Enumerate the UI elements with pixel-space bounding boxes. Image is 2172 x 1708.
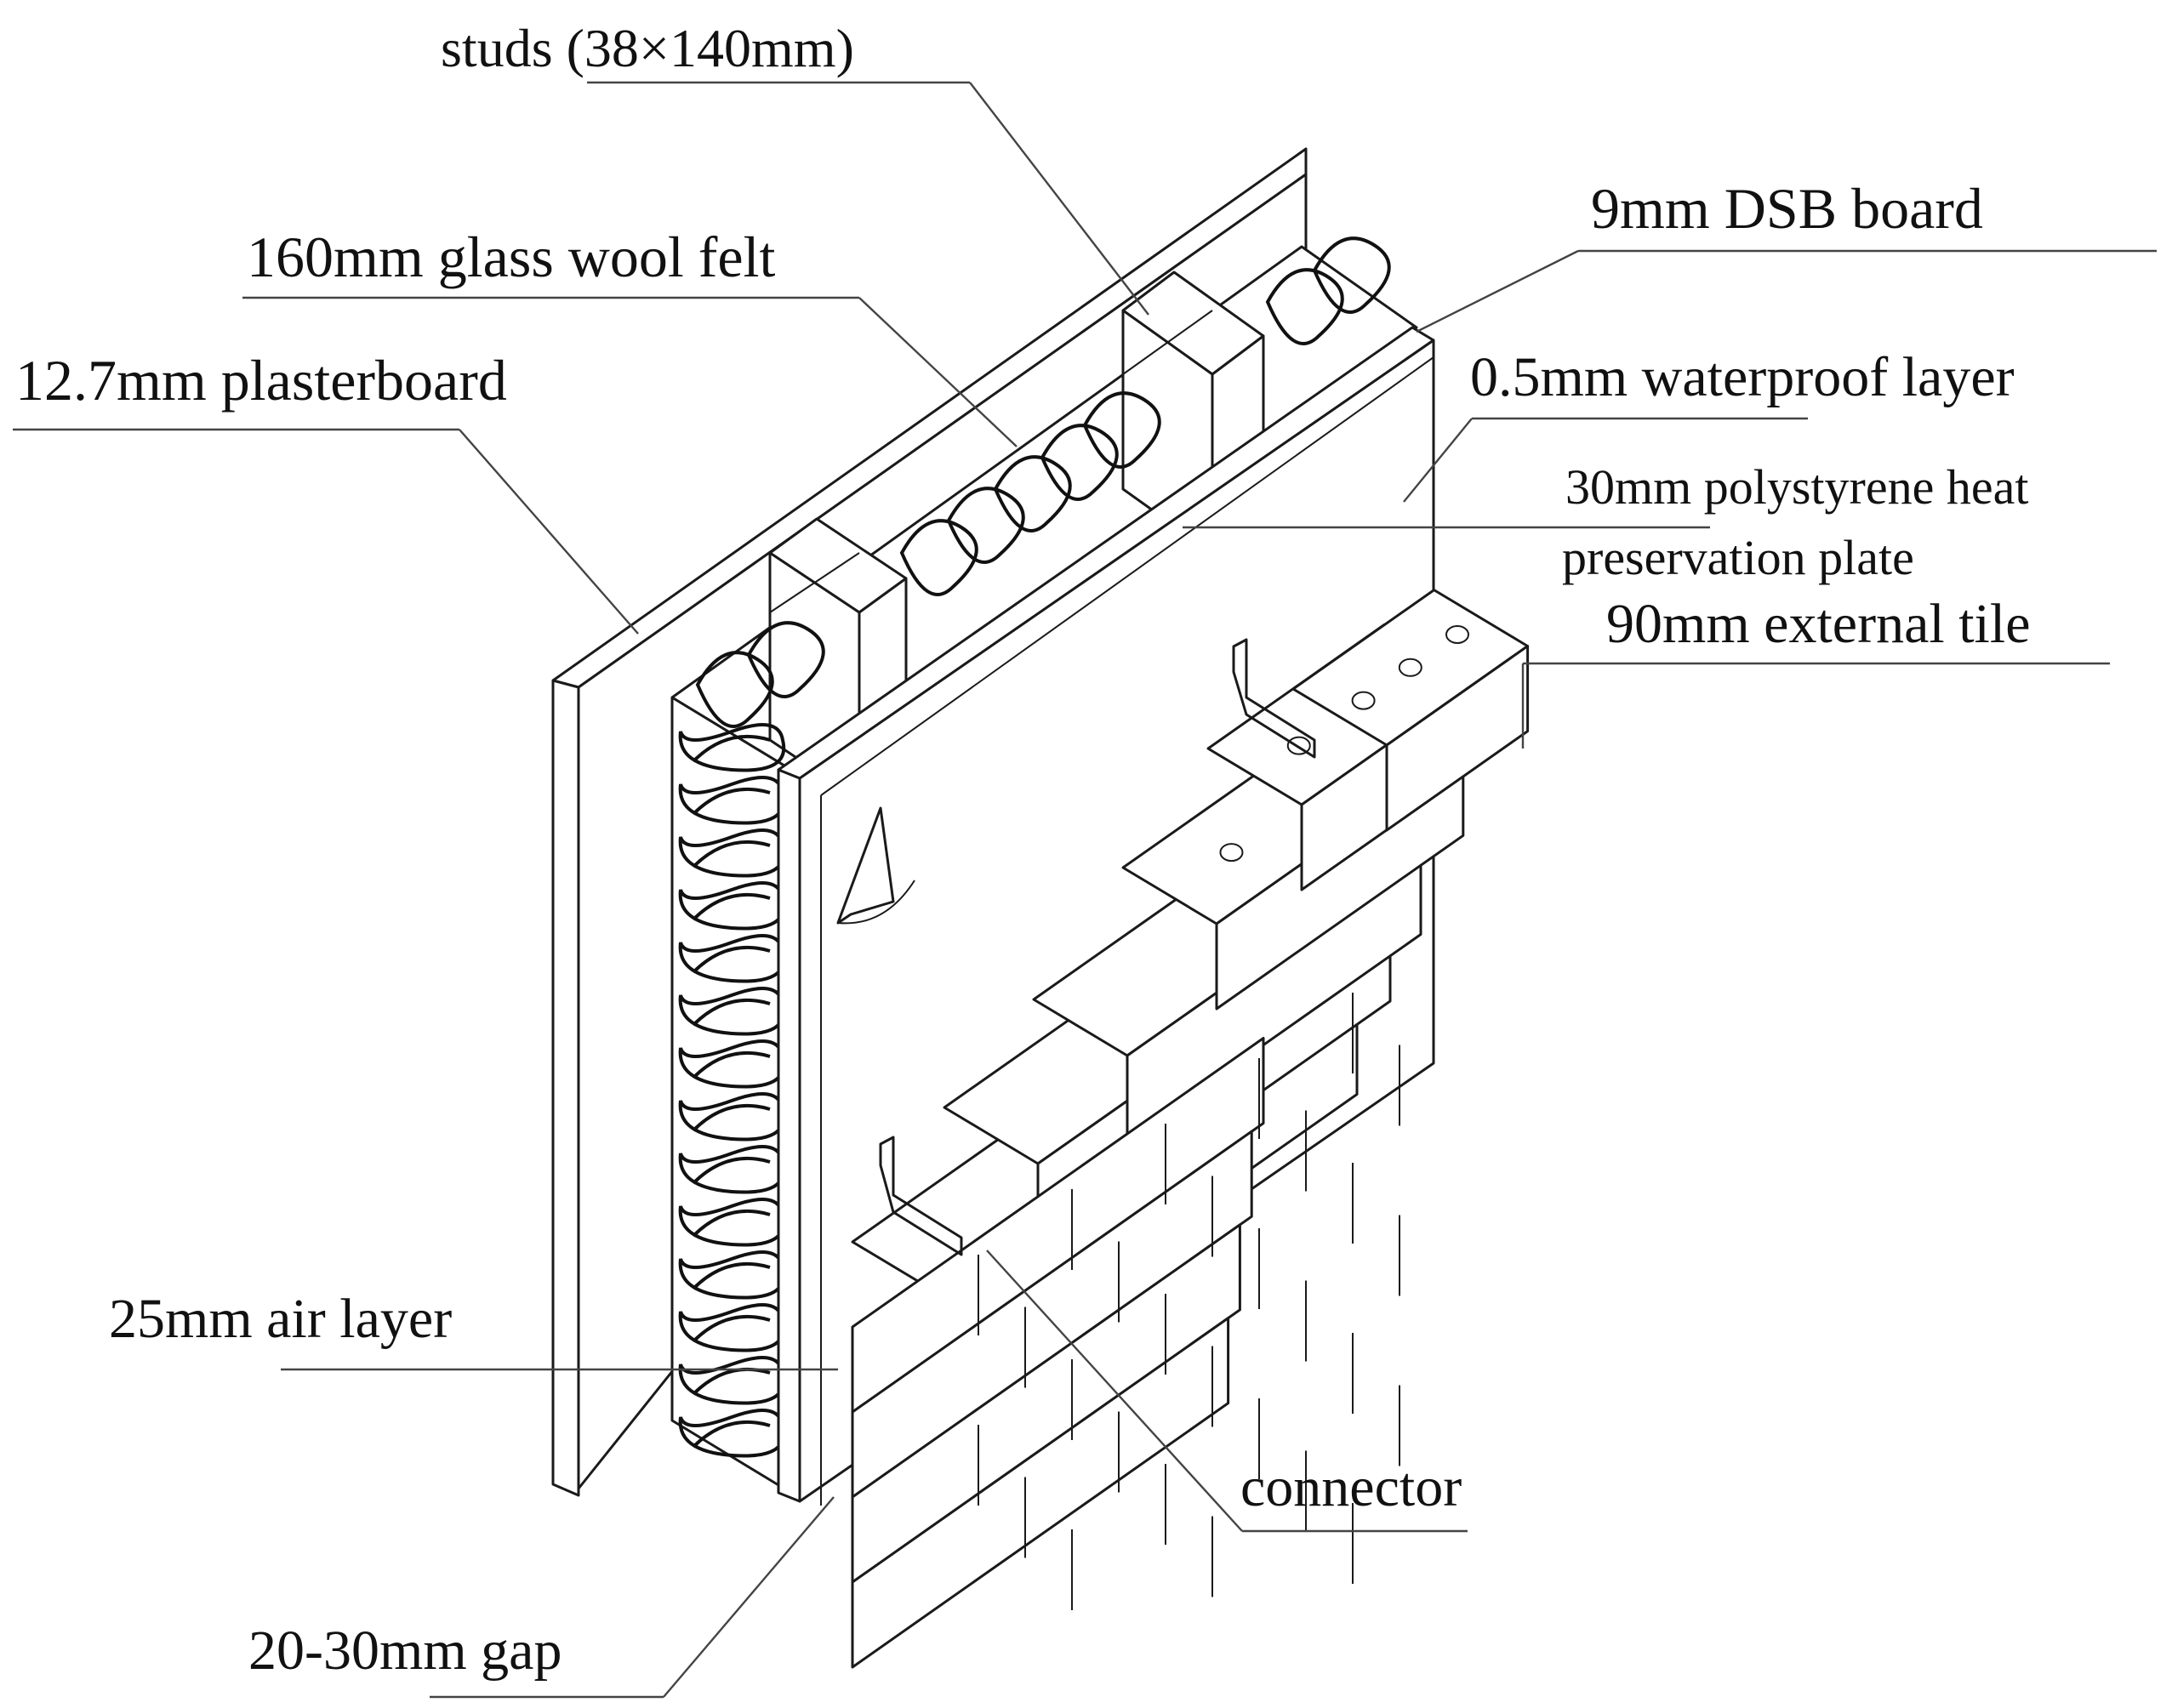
glass-wool-coil xyxy=(692,1314,771,1343)
waterproof-layer-corner xyxy=(836,806,915,925)
leader-lines xyxy=(13,81,2157,1699)
glass-wool-coil xyxy=(692,1103,771,1132)
glass-wool-coil xyxy=(692,734,771,763)
glass-wool-coil xyxy=(692,945,771,974)
connector xyxy=(879,1136,963,1256)
label-waterproof: 0.5mm waterproof layer xyxy=(1470,346,2015,408)
label-plasterboard: 12.7mm plasterboard xyxy=(15,348,507,413)
glass-wool-coil xyxy=(692,1050,771,1079)
tile-brick xyxy=(851,1130,1253,1499)
glass-wool-coil xyxy=(692,1209,771,1238)
label-gap: 20-30mm gap xyxy=(248,1620,562,1682)
glass-wool-coil xyxy=(678,723,786,772)
tile-brick xyxy=(851,1037,1265,1414)
label-studs: studs (38×140mm) xyxy=(441,18,854,78)
glass-wool-coil xyxy=(692,998,771,1027)
glass-wool-felt-top xyxy=(695,236,1391,728)
glass-wool-coil xyxy=(692,1420,771,1449)
label-polystyrene-line2: preservation plate xyxy=(1562,530,1914,585)
glass-wool-coil xyxy=(692,787,771,816)
label-dsb-board: 9mm DSB board xyxy=(1591,176,1983,241)
glass-wool-coil xyxy=(692,840,771,868)
glass-wool-coil xyxy=(692,1367,771,1396)
external-tile-layer xyxy=(851,589,1530,1669)
label-glass-wool: 160mm glass wool felt xyxy=(247,225,776,289)
label-connector: connector xyxy=(1240,1456,1462,1518)
connector xyxy=(1232,638,1316,759)
glass-wool-coil xyxy=(692,1261,771,1290)
tile-brick xyxy=(851,1317,1230,1669)
tile-brick xyxy=(851,1223,1241,1584)
tile-brick xyxy=(1291,589,1530,832)
glass-wool-coil xyxy=(692,1156,771,1185)
label-air-layer: 25mm air layer xyxy=(109,1288,452,1350)
label-polystyrene-line1: 30mm polystyrene heat xyxy=(1565,459,2028,515)
glass-wool-coil xyxy=(692,892,771,921)
label-external-tile: 90mm external tile xyxy=(1606,593,2031,655)
